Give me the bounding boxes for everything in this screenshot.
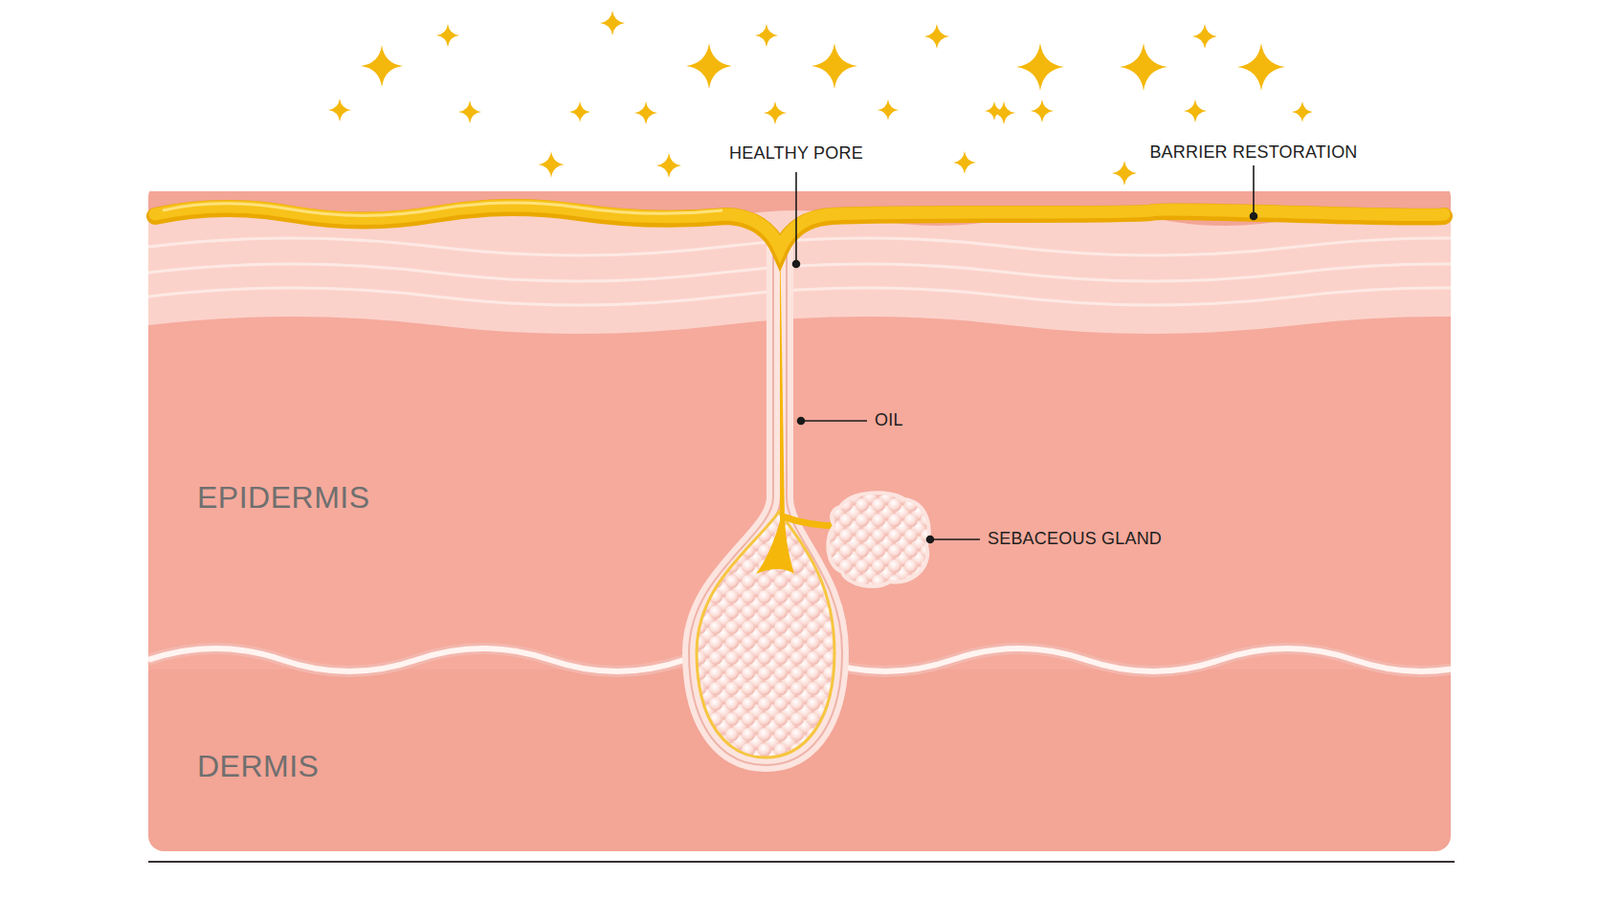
skin-block [148,191,1451,852]
leader-line [795,172,798,265]
follicle [688,229,930,766]
leader-dot [1250,213,1258,221]
callout-label: BARRIER RESTORATION [1149,143,1357,163]
base-line [148,861,1455,864]
follicle-sheath [688,239,843,766]
barrier-layer [155,202,1445,251]
leader-line [930,538,980,541]
layer-lines [148,238,1451,306]
leader-line [1252,165,1255,217]
follicle-outline [688,239,843,766]
callout-label: SEBACEOUS GLAND [987,530,1162,550]
leader-dot [793,261,800,268]
layer-name: DERMIS [197,750,319,784]
barrier-oil [155,205,1445,249]
callout-label: OIL [874,411,904,431]
sebaceous-gland-shape [827,492,930,587]
leader-lines [793,165,1258,544]
callout-label: HEALTHY PORE [729,144,864,164]
leader-dot [798,418,805,425]
hair-bulb [696,511,835,758]
layer-name: EPIDERMIS [197,481,371,515]
barrier-highlight [162,202,723,217]
oil-channel [755,229,795,575]
leader-line [800,420,867,423]
leader-dot [927,536,934,544]
